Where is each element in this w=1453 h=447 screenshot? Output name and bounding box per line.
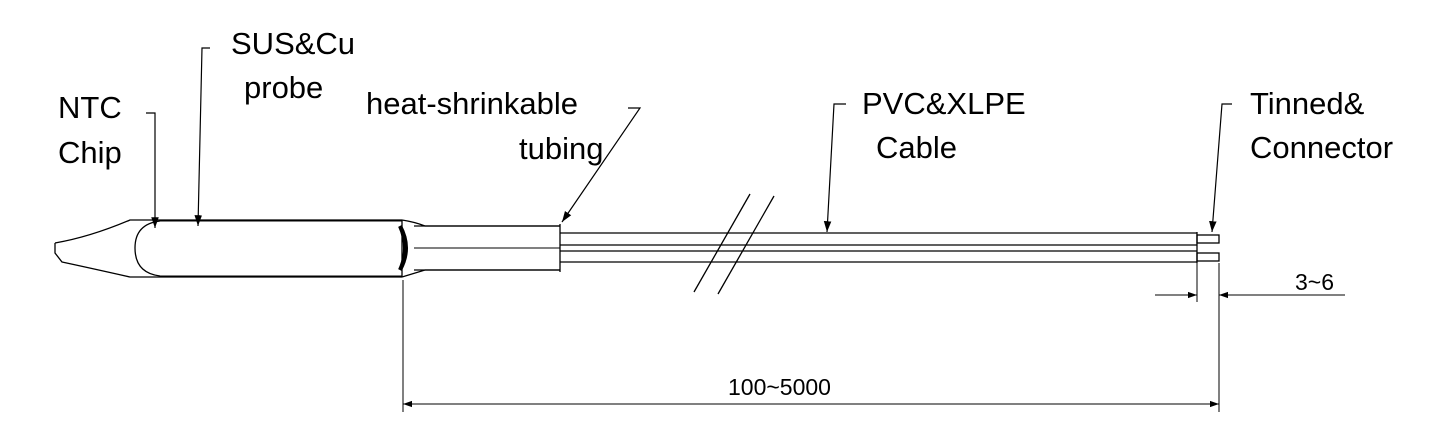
heat-shrink-label-line2: tubing bbox=[519, 131, 603, 166]
sus-label-line1: SUS&Cu bbox=[231, 26, 355, 61]
tinned-ends bbox=[1196, 234, 1220, 262]
cable bbox=[560, 193, 1198, 295]
leaders bbox=[146, 47, 1232, 233]
sus-label-line2: probe bbox=[244, 70, 323, 105]
cable-length-dimension bbox=[402, 268, 1220, 412]
pvc-label-line1: PVC&XLPE bbox=[862, 86, 1026, 121]
probe-body bbox=[54, 219, 408, 278]
ntc-label-line2: Chip bbox=[58, 135, 122, 170]
cable-length-value: 100~5000 bbox=[728, 374, 831, 400]
tinned-label-line1: Tinned& bbox=[1250, 86, 1365, 121]
tinned-label-line2: Connector bbox=[1250, 130, 1393, 165]
ntc-label-line1: NTC bbox=[58, 90, 122, 125]
strip-length-value: 3~6 bbox=[1295, 269, 1334, 295]
heat-shrink-label-line1: heat-shrinkable bbox=[366, 86, 578, 121]
heat-shrink-tubing bbox=[414, 224, 561, 272]
pvc-label-line2: Cable bbox=[876, 130, 957, 165]
